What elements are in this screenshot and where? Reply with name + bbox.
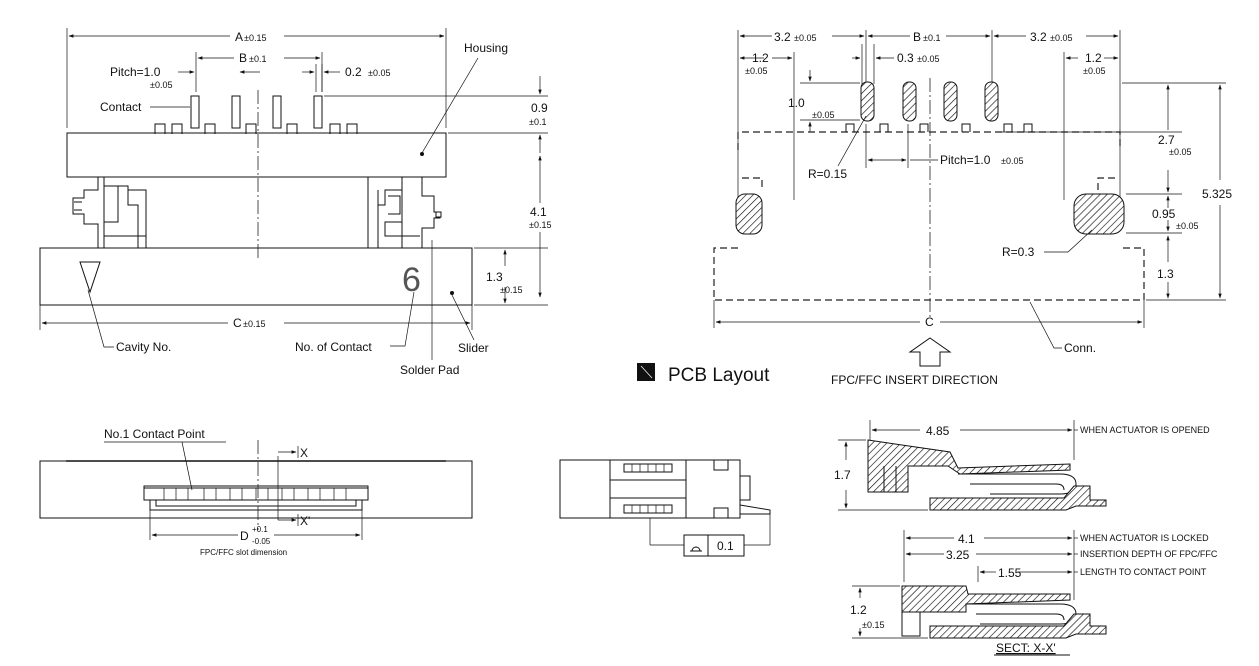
dim-b-tolerance: ±0.1	[249, 54, 266, 64]
dim-325: 3.25	[946, 548, 970, 562]
pcb-dim-095: 0.95	[1152, 207, 1176, 221]
note-locked: WHEN ACTUATOR IS LOCKED	[1080, 533, 1209, 543]
pcb-r03: R=0.3	[1002, 245, 1035, 259]
side-view: 0.1	[559, 459, 771, 557]
contact-pins	[190, 95, 323, 129]
dim-41-label: 4.1	[530, 205, 547, 219]
contacts-label: No. of Contact	[295, 340, 372, 354]
front-view: A ±0.15 B ±0.1 Pitch=1.0 ±0.05 0.2 ±0.05…	[39, 28, 551, 377]
dim-c-label: C	[233, 316, 242, 330]
dim-155: 1.55	[998, 566, 1022, 580]
pcb-dim-12-left-tol: ±0.05	[745, 66, 767, 76]
flatness-frame	[683, 534, 745, 557]
section-mark-top: X	[300, 446, 308, 460]
profile-symbol-icon	[690, 546, 702, 552]
cavity-label: Cavity No.	[116, 340, 171, 354]
pcb-solder-pad-left	[735, 193, 763, 235]
section-title: SECT: X-X'	[996, 641, 1056, 655]
pcb-dim-13: 1.3	[1157, 267, 1174, 281]
dim-09-label: 0.9	[531, 101, 548, 115]
pcb-dim-10: 1.0	[788, 96, 805, 110]
flatness-value: 0.1	[717, 539, 734, 553]
insert-direction-label: FPC/FFC INSERT DIRECTION	[831, 373, 998, 387]
pcb-contact-pads	[860, 81, 999, 122]
dim-a-label: A	[235, 30, 243, 44]
pitch-label: Pitch=1.0	[110, 65, 161, 79]
dim-d-label: D	[240, 529, 249, 543]
contact-count: 6	[402, 261, 421, 299]
pcb-r015: R=0.15	[808, 167, 847, 181]
dim-41-tolerance: ±0.15	[529, 220, 551, 230]
pcb-dim-5325: 5.325	[1202, 187, 1232, 201]
pcb-dim-10-tol: ±0.05	[812, 110, 834, 120]
slider-label: Slider	[458, 341, 489, 355]
conn-label: Conn.	[1064, 341, 1096, 355]
note-opened: WHEN ACTUATOR IS OPENED	[1080, 425, 1210, 435]
pcb-solder-pad-right	[1073, 193, 1125, 235]
pcb-layout-view: 3.2 ±0.05 B ±0.1 3.2 ±0.05 1.2 ±0.05 0.3…	[637, 30, 1232, 387]
dim-13-tolerance: ±0.15	[500, 285, 522, 295]
pcb-dim-03-tol: ±0.05	[917, 54, 939, 64]
pitch-tolerance: ±0.05	[150, 80, 172, 90]
contact-width-label: 0.2	[345, 65, 362, 79]
pcb-dim-12-left: 1.2	[752, 51, 769, 65]
left-latch	[72, 177, 147, 248]
pcb-dim-12-right: 1.2	[1085, 51, 1102, 65]
dim-41-section: 4.1	[958, 532, 975, 546]
contact-point-label: No.1 Contact Point	[104, 427, 205, 441]
section-view-opened: 4.85 WHEN ACTUATOR IS OPENED 1.7	[834, 420, 1210, 511]
pcb-dim-32-right: 3.2	[1030, 30, 1047, 44]
housing-label: Housing	[464, 41, 508, 55]
pcb-dim-12-right-tol: ±0.05	[1083, 66, 1105, 76]
slider-body	[39, 247, 473, 306]
section-mark-bottom: X'	[300, 514, 310, 528]
pcb-pitch: Pitch=1.0	[940, 153, 991, 167]
pcb-dim-32-right-tol: ±0.05	[1050, 33, 1072, 43]
cavity-mark	[79, 261, 101, 294]
dim-d-tol-minus: -0.05	[252, 537, 271, 546]
note-contact: LENGTH TO CONTACT POINT	[1080, 567, 1207, 577]
pcb-dim-c: C	[925, 315, 934, 329]
dim-c-tolerance: ±0.15	[243, 319, 265, 329]
slot-contact-ticks	[163, 488, 347, 500]
right-latch	[367, 177, 442, 248]
pcb-dim-03: 0.3	[897, 51, 914, 65]
pcb-layout-marker-icon	[637, 363, 655, 381]
contact-width-tolerance: ±0.05	[368, 68, 390, 78]
pcb-dim-27: 2.7	[1158, 133, 1175, 147]
pcb-dim-32-left-tol: ±0.05	[794, 33, 816, 43]
housing-body	[66, 132, 447, 178]
dim-13-label: 1.3	[486, 270, 503, 284]
pcb-pitch-tol: ±0.05	[1001, 156, 1023, 166]
dim-d-tol-plus: +0.1	[252, 525, 268, 534]
dim-17: 1.7	[834, 468, 851, 482]
dim-12-section: 1.2	[850, 603, 867, 617]
dim-09-tolerance: ±0.1	[529, 117, 546, 127]
pcb-dim-095-tol: ±0.05	[1176, 221, 1198, 231]
dim-12-section-tol: ±0.15	[862, 620, 884, 630]
pcb-dim-b: B	[913, 30, 921, 44]
contact-label: Contact	[100, 100, 142, 114]
dim-485: 4.85	[926, 424, 950, 438]
slot-view: No.1 Contact Point X X' D +0.1 -0.05 FPC…	[39, 427, 473, 557]
pcb-dim-27-tol: ±0.05	[1169, 147, 1191, 157]
note-insertion: INSERTION DEPTH OF FPC/FFC	[1080, 549, 1218, 559]
solder-pad-label: Solder Pad	[400, 363, 459, 377]
pcb-layout-title: PCB Layout	[668, 365, 770, 386]
dim-b-label: B	[239, 51, 247, 65]
dim-a-tolerance: ±0.15	[244, 33, 266, 43]
insert-arrow-icon	[908, 337, 952, 367]
slot-caption: FPC/FFC slot dimension	[200, 548, 287, 557]
pcb-dim-32-left: 3.2	[774, 30, 791, 44]
section-view-locked: 4.1 WHEN ACTUATOR IS LOCKED 3.25 INSERTI…	[850, 530, 1218, 656]
pcb-dim-b-tol: ±0.1	[923, 33, 940, 43]
